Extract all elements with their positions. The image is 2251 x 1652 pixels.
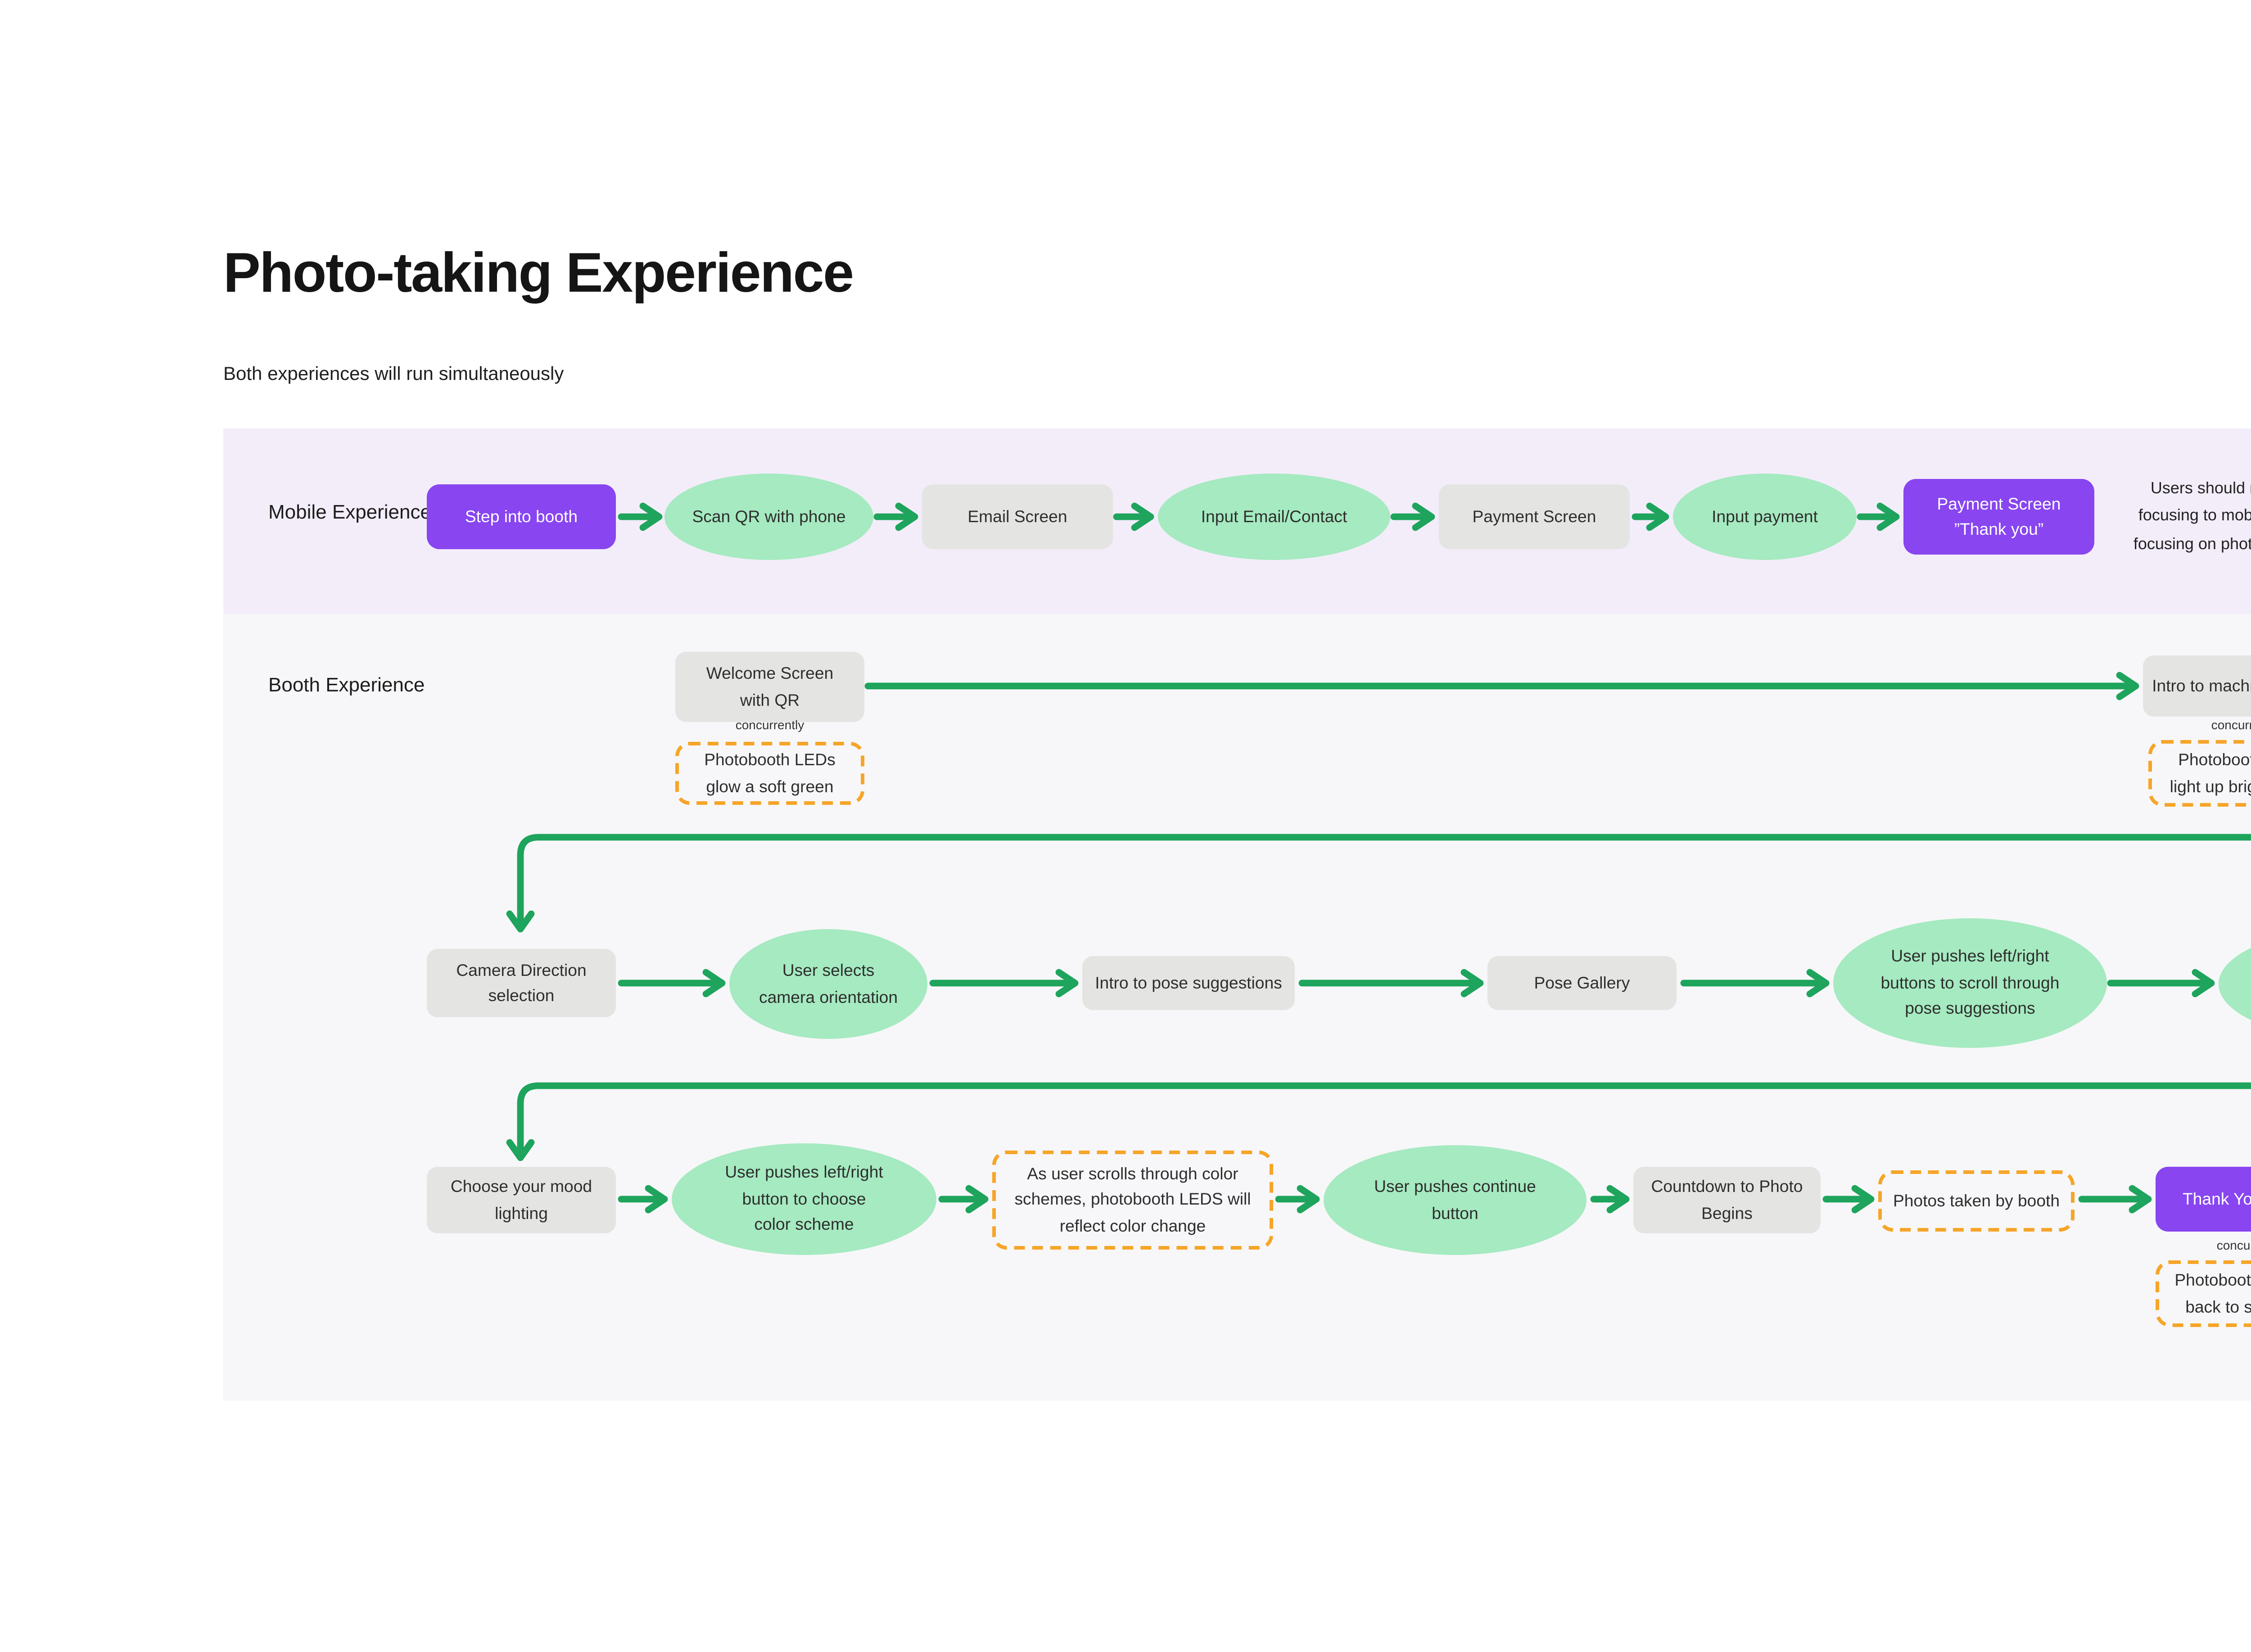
node-color-note: As user scrolls through color schemes, p…	[992, 1151, 1273, 1250]
arrow-camera-to-select	[618, 969, 726, 998]
node-countdown: Countdown to Photo Begins	[1633, 1167, 1821, 1233]
node-photos-taken: Photos taken by booth	[1878, 1170, 2075, 1232]
node-concurrently-3: concurrently	[2216, 1240, 2251, 1253]
arrow-payment-to-input-payment	[1632, 502, 1669, 531]
node-input-payment: Input payment	[1673, 474, 1857, 560]
arrow-gallery-to-scroll	[1680, 969, 1830, 998]
node-pose-gallery: Pose Gallery	[1487, 956, 1677, 1010]
lane-booth-label: Booth Experience	[268, 675, 425, 697]
connector-intro-to-camera	[506, 834, 2251, 933]
arrow-input-payment-to-thanks	[1857, 502, 1900, 531]
node-intro-pose: Intro to pose suggestions	[1082, 956, 1295, 1010]
arrow-intro-pose-to-gallery	[1298, 969, 1484, 998]
node-email-screen: Email Screen	[922, 484, 1113, 549]
node-leds-soft-green: Photobooth LEDs glow a soft green	[675, 742, 864, 805]
node-push-color: User pushes left/right button to choose …	[672, 1143, 936, 1255]
node-continue-2: User pushes continue button	[1324, 1145, 1587, 1255]
node-payment-screen: Payment Screen	[1439, 484, 1630, 549]
node-step-into-booth: Step into booth	[427, 484, 616, 549]
page-subtitle: Both experiences will run simultaneously	[223, 364, 564, 385]
node-leds-back-soft: Photobooth LEDs go back to soft green	[2156, 1260, 2251, 1327]
arrow-photos-to-thankyou	[2078, 1185, 2152, 1214]
connector-continue-to-mood	[506, 1082, 2251, 1161]
node-leds-bright-green: Photobooth LEDs light up bright green	[2148, 740, 2251, 807]
arrow-scan-to-email	[873, 502, 918, 531]
arrow-scroll-to-continue	[2107, 969, 2215, 998]
node-camera-direction: Camera Direction selection	[427, 949, 616, 1017]
node-continue-1: User pushes continue button	[2219, 929, 2251, 1039]
node-scroll-pose: User pushes left/right buttons to scroll…	[1833, 918, 2107, 1048]
node-welcome-screen: Welcome Screen with QR	[675, 652, 864, 722]
node-choose-mood: Choose your mood lighting	[427, 1167, 616, 1233]
arrow-color-to-note	[938, 1185, 989, 1214]
page-title: Photo-taking Experience	[223, 241, 854, 304]
node-scan-qr: Scan QR with phone	[664, 474, 873, 560]
arrow-welcome-to-intro	[864, 672, 2139, 700]
node-concurrently-1: concurrently	[735, 720, 805, 732]
arrow-note-to-continue2	[1275, 1185, 1320, 1214]
node-input-email: Input Email/Contact	[1158, 474, 1390, 560]
node-payment-thank-you: Payment Screen ”Thank you”	[1903, 479, 2094, 555]
arrow-countdown-to-photos	[1822, 1185, 1875, 1214]
lane-mobile-label: Mobile Experience	[268, 502, 431, 524]
arrow-continue2-to-countdown	[1590, 1185, 1630, 1214]
node-intro-machine: Intro to machine/ideology	[2143, 655, 2251, 717]
node-thank-you-screen: Thank You Screen	[2156, 1167, 2251, 1232]
arrow-email-to-input-email	[1113, 502, 1154, 531]
node-concurrently-2: concurrently	[2211, 720, 2251, 732]
node-user-selects-camera: User selects camera orientation	[729, 929, 927, 1039]
arrow-select-to-intro-pose	[929, 969, 1079, 998]
arrow-mood-to-color	[618, 1185, 668, 1214]
node-mobile-note: Users should move from focusing to mobil…	[2133, 478, 2251, 552]
arrow-input-email-to-payment	[1390, 502, 1435, 531]
arrow-step-to-scan	[618, 502, 663, 531]
